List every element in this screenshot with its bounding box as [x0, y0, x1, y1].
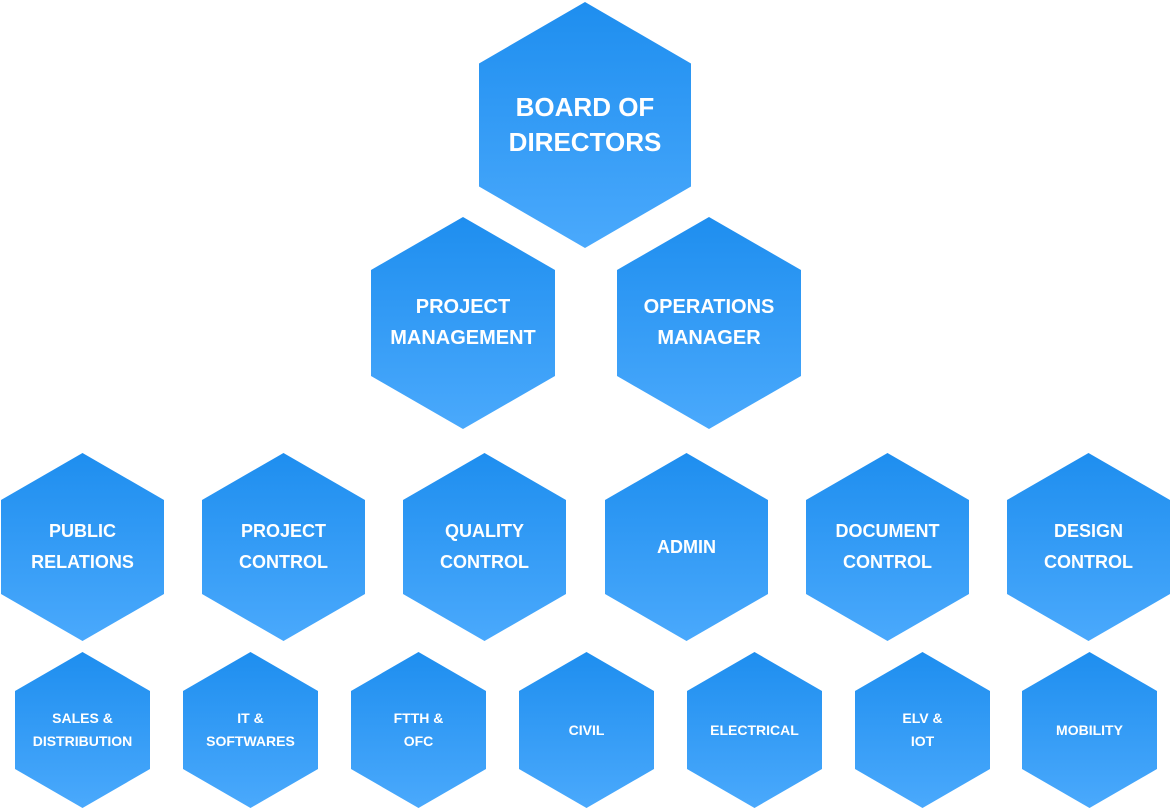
- node-label: QUALITY: [445, 521, 524, 541]
- node-label: PROJECT: [240, 521, 327, 541]
- node-operations-manager: OPERATIONS MANAGER: [617, 217, 801, 429]
- node-public-relations: PUBLIC RELATIONS: [1, 453, 164, 641]
- node-label: CONTROL: [239, 552, 328, 572]
- node-label: MANAGER: [657, 327, 761, 349]
- node-label: OPERATIONS: [643, 296, 775, 318]
- node-elv-iot: ELV & IOT: [855, 652, 990, 808]
- node-label: CONTROL: [1044, 552, 1133, 572]
- node-board-of-directors: BOARD OF DIRECTORS: [479, 2, 691, 248]
- node-design-control: DESIGN CONTROL: [1007, 453, 1170, 641]
- node-label: FTTH &: [393, 710, 444, 726]
- node-label: PUBLIC: [48, 521, 116, 541]
- node-label: ADMIN: [657, 536, 716, 557]
- node-ftth-ofc: FTTH & OFC: [351, 652, 486, 808]
- node-label: IT &: [237, 710, 264, 726]
- node-label: MOBILITY: [1056, 721, 1123, 738]
- node-quality-control: QUALITY CONTROL: [403, 453, 566, 641]
- node-label: RELATIONS: [31, 552, 134, 572]
- node-it-softwares: IT & SOFTWARES: [183, 652, 318, 808]
- node-label: DISTRIBUTION: [32, 733, 133, 749]
- node-label: DESIGN: [1053, 521, 1123, 541]
- node-document-control: DOCUMENT CONTROL: [806, 453, 969, 641]
- node-label: ELECTRICAL: [710, 721, 799, 738]
- node-sales-distribution: SALES & DISTRIBUTION: [15, 652, 150, 808]
- node-label: MANAGEMENT: [390, 327, 536, 349]
- node-electrical: ELECTRICAL: [687, 652, 822, 808]
- node-label: CONTROL: [843, 552, 932, 572]
- node-label: OFC: [403, 733, 434, 749]
- node-label: SALES &: [52, 710, 113, 726]
- node-label: SOFTWARES: [206, 733, 295, 749]
- node-admin: ADMIN: [605, 453, 768, 641]
- node-project-management: PROJECT MANAGEMENT: [371, 217, 555, 429]
- node-project-control: PROJECT CONTROL: [202, 453, 365, 641]
- node-label: PROJECT: [415, 296, 511, 318]
- node-label: DOCUMENT: [835, 521, 940, 541]
- node-label: CONTROL: [440, 552, 529, 572]
- node-civil: CIVIL: [519, 652, 654, 808]
- node-label: CIVIL: [568, 721, 605, 738]
- node-mobility: MOBILITY: [1022, 652, 1157, 808]
- node-label: IOT: [910, 733, 935, 749]
- node-label: DIRECTORS: [508, 127, 662, 157]
- node-label: BOARD OF: [515, 92, 655, 122]
- node-label: ELV &: [902, 710, 943, 726]
